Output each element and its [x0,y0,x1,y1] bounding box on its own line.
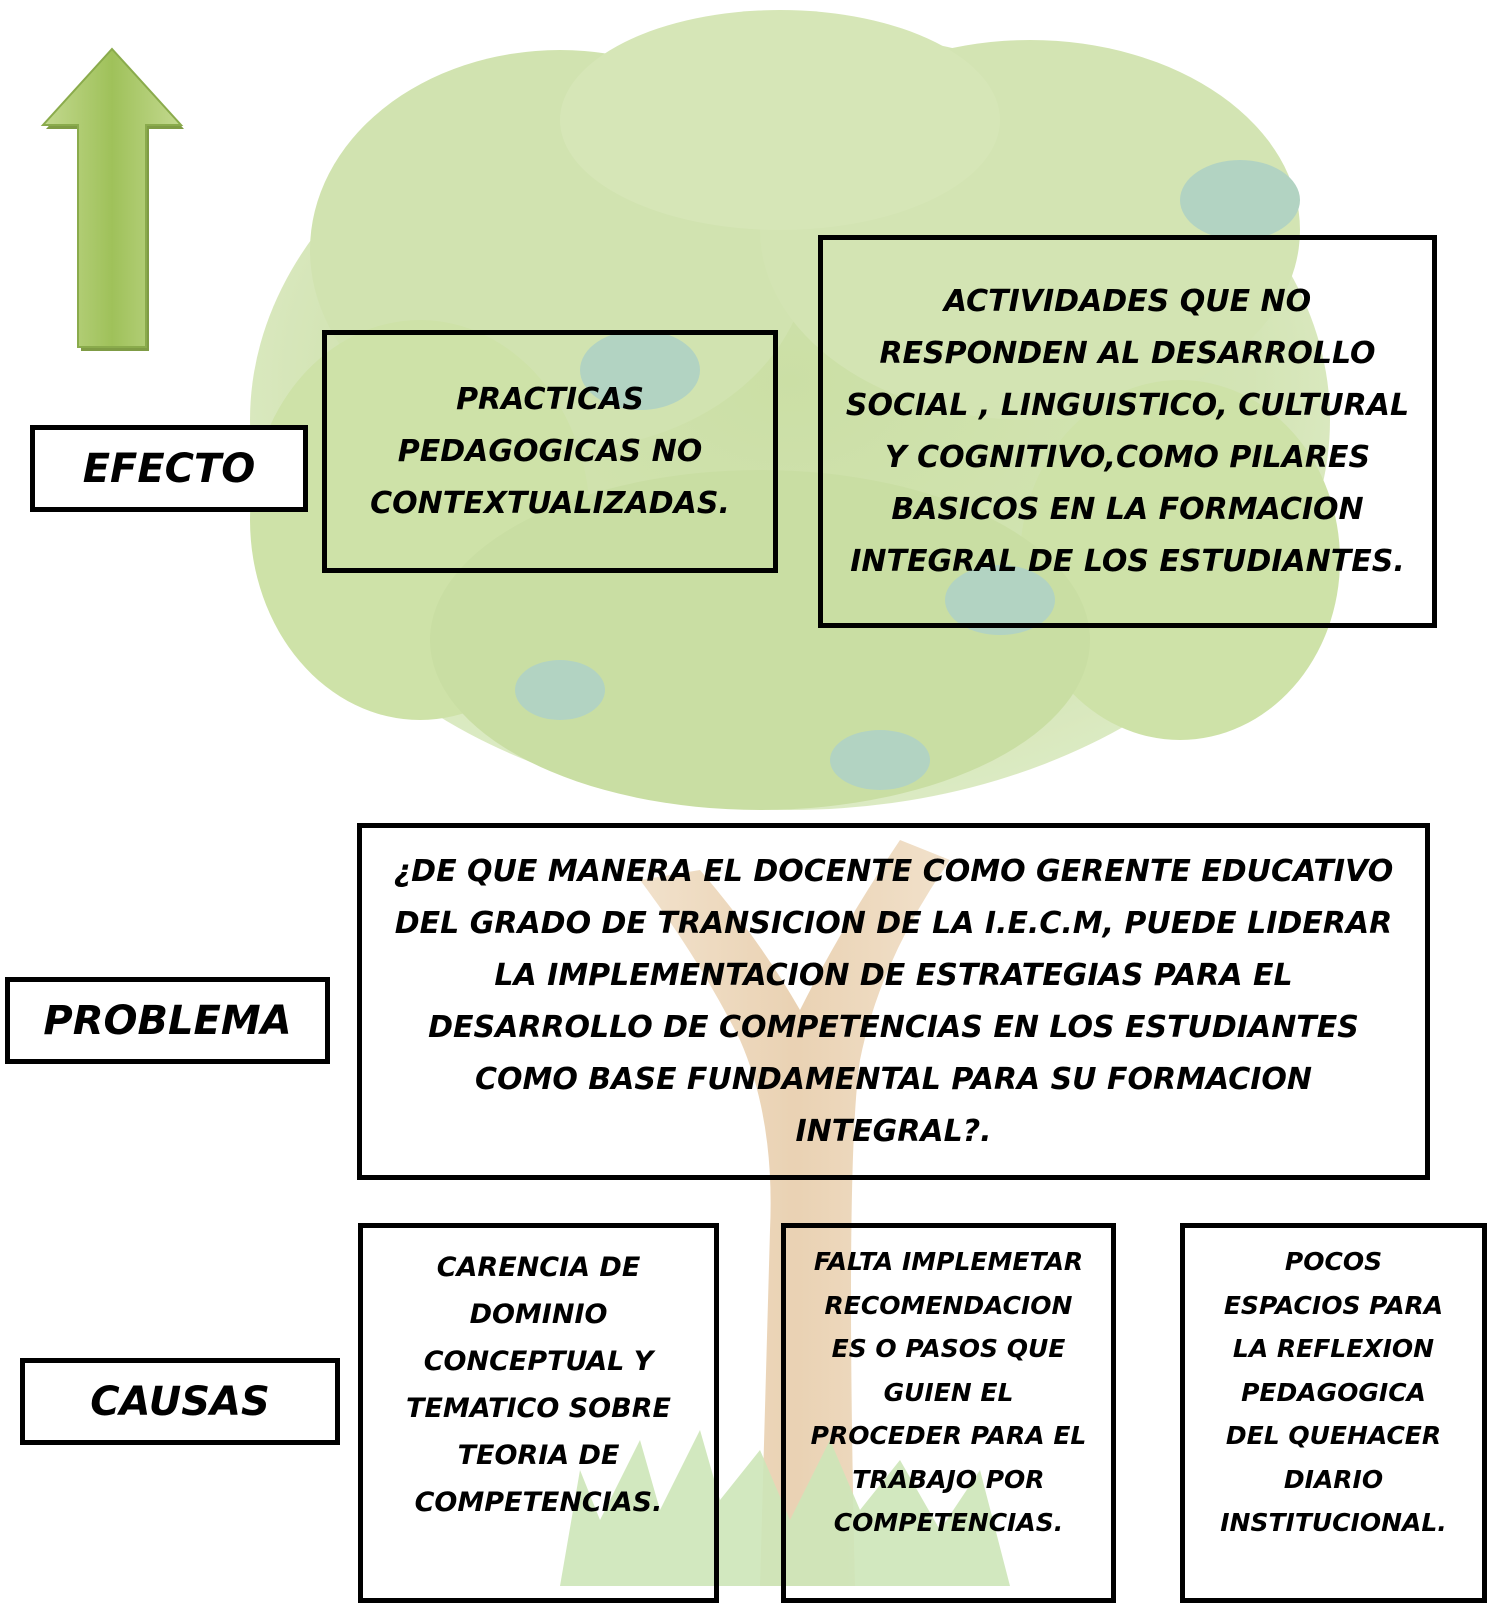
cause-box-1: CARENCIA DE DOMINIO CONCEPTUAL Y TEMATIC… [358,1223,719,1603]
cause-text-2: FALTA IMPLEMETAR RECOMENDACION ES O PASO… [810,1247,1087,1537]
problem-text: ¿DE QUE MANERA EL DOCENTE COMO GERENTE E… [393,853,1394,1149]
grass [560,1430,1010,1586]
efecto-label: EFECTO [30,425,308,512]
tree-foliage [250,10,1340,810]
causas-label-text: CAUSAS [90,1378,270,1425]
effect-box-1: PRACTICAS PEDAGOGICAS NO CONTEXTUALIZADA… [322,330,778,573]
tree-trunk [640,840,950,1586]
cause-text-3: POCOS ESPACIOS PARA LA REFLEXION PEDAGOG… [1220,1247,1447,1537]
efecto-label-text: EFECTO [82,445,256,492]
causas-label: CAUSAS [20,1358,340,1445]
cause-text-1: CARENCIA DE DOMINIO CONCEPTUAL Y TEMATIC… [406,1252,671,1518]
cause-box-3: POCOS ESPACIOS PARA LA REFLEXION PEDAGOG… [1180,1223,1487,1603]
problema-label: PROBLEMA [5,977,330,1064]
effect-box-2: ACTIVIDADES QUE NO RESPONDEN AL DESARROL… [818,235,1437,628]
cause-box-2: FALTA IMPLEMETAR RECOMENDACION ES O PASO… [781,1223,1116,1603]
problema-label-text: PROBLEMA [43,997,292,1044]
up-arrow-icon [40,47,184,351]
effect-text-2: ACTIVIDADES QUE NO RESPONDEN AL DESARROL… [845,283,1410,579]
effect-text-1: PRACTICAS PEDAGOGICAS NO CONTEXTUALIZADA… [370,381,730,521]
problem-box: ¿DE QUE MANERA EL DOCENTE COMO GERENTE E… [357,823,1430,1180]
